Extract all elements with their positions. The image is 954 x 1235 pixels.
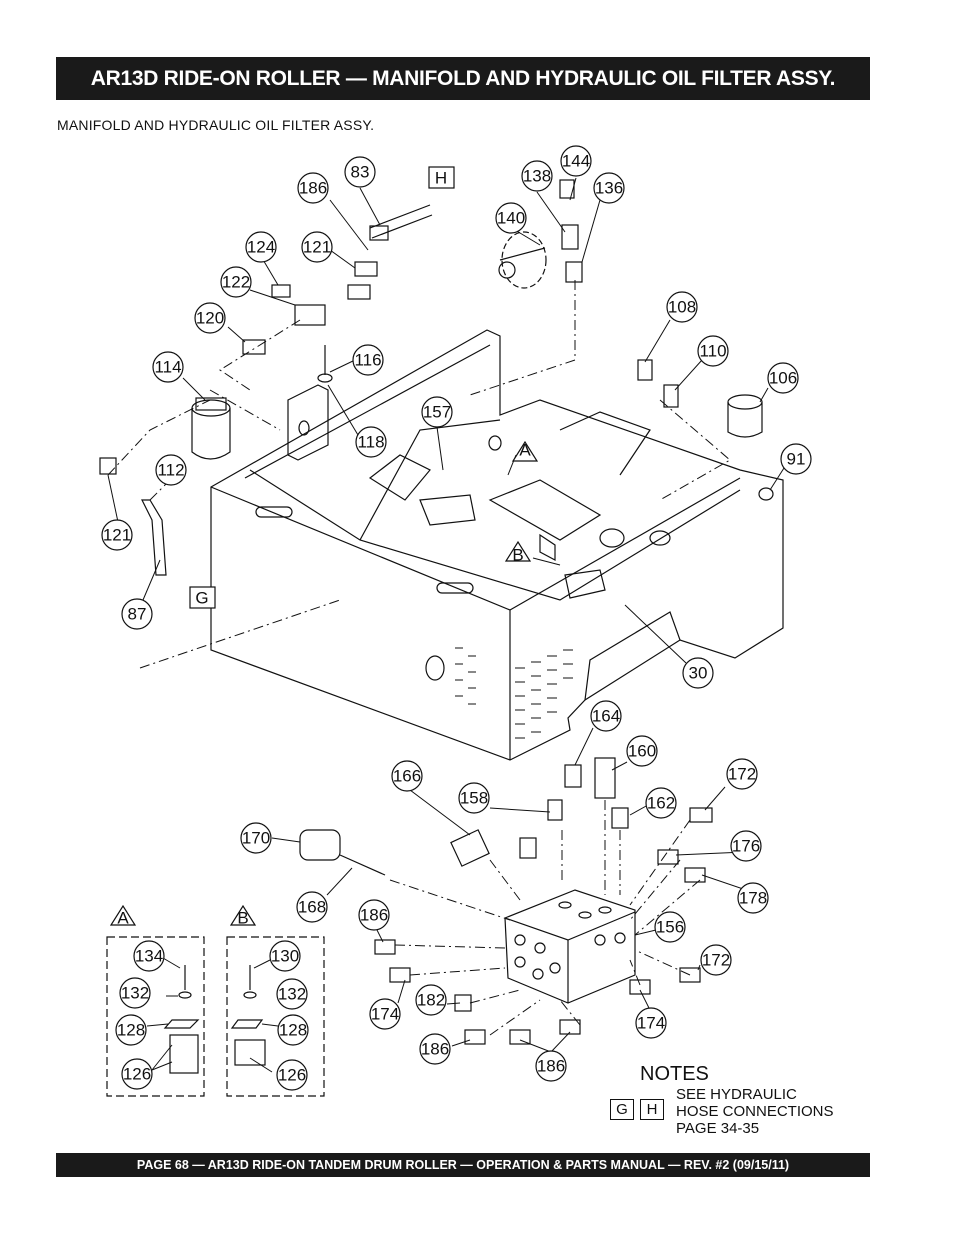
label-h: H bbox=[435, 169, 447, 188]
callout-158: 158 bbox=[460, 789, 488, 808]
callout-30: 30 bbox=[689, 664, 708, 683]
callout-166: 166 bbox=[393, 767, 421, 786]
callout-140: 140 bbox=[497, 209, 525, 228]
detail-a-marker: A bbox=[519, 441, 531, 460]
page-title: AR13D RIDE-ON ROLLER — MANIFOLD AND HYDR… bbox=[56, 57, 870, 100]
callout-122: 122 bbox=[222, 273, 250, 292]
callout-126-a: 126 bbox=[123, 1065, 151, 1084]
section-subtitle: MANIFOLD AND HYDRAULIC OIL FILTER ASSY. bbox=[57, 117, 375, 133]
callout-87: 87 bbox=[128, 605, 147, 624]
callout-162: 162 bbox=[647, 794, 675, 813]
callout-156: 156 bbox=[656, 918, 684, 937]
callout-91: 91 bbox=[787, 450, 806, 469]
callout-108: 108 bbox=[668, 298, 696, 317]
callout-112: 112 bbox=[157, 461, 184, 480]
notes-box-h: H bbox=[640, 1099, 664, 1120]
callout-178: 178 bbox=[739, 889, 767, 908]
callout-83: 83 bbox=[351, 163, 370, 182]
notes-body: SEE HYDRAULIC HOSE CONNECTIONS PAGE 34-3… bbox=[676, 1086, 834, 1137]
callout-170: 170 bbox=[242, 829, 270, 848]
callout-116: 116 bbox=[354, 351, 381, 370]
callout-176: 176 bbox=[732, 837, 760, 856]
callout-110: 110 bbox=[699, 342, 726, 361]
callout-186-bottom: 186 bbox=[537, 1057, 565, 1076]
callout-128-b: 128 bbox=[279, 1021, 307, 1040]
callout-128-a: 128 bbox=[117, 1021, 145, 1040]
notes-box-g: G bbox=[610, 1099, 634, 1120]
callout-106: 106 bbox=[769, 369, 797, 388]
callout-126-b: 126 bbox=[278, 1066, 306, 1085]
callout-121-lower: 121 bbox=[103, 526, 131, 545]
callout-130: 130 bbox=[271, 947, 299, 966]
callout-121: 121 bbox=[303, 238, 331, 257]
callout-118: 118 bbox=[357, 433, 384, 452]
callout-132-b: 132 bbox=[278, 985, 306, 1004]
callout-172: 172 bbox=[728, 765, 756, 784]
inset-a-label: A bbox=[117, 909, 129, 928]
callout-134: 134 bbox=[135, 947, 163, 966]
page-footer: PAGE 68 — AR13D RIDE-ON TANDEM DRUM ROLL… bbox=[56, 1153, 870, 1177]
callout-186: 186 bbox=[299, 179, 327, 198]
notes-line: HOSE CONNECTIONS bbox=[676, 1103, 834, 1120]
notes-title: NOTES bbox=[640, 1063, 709, 1085]
callout-120: 120 bbox=[196, 309, 224, 328]
callout-174-right: 174 bbox=[637, 1014, 665, 1033]
callout-157: 157 bbox=[423, 403, 451, 422]
callout-114: 114 bbox=[154, 358, 181, 377]
detail-b-marker: B bbox=[512, 546, 523, 565]
callout-136: 136 bbox=[595, 179, 623, 198]
callout-186-bottom-left: 186 bbox=[421, 1040, 449, 1059]
callout-138: 138 bbox=[523, 167, 551, 186]
callout-164: 164 bbox=[592, 707, 620, 726]
frame-outline bbox=[210, 329, 784, 761]
callout-168: 168 bbox=[298, 898, 326, 917]
callout-174-left: 174 bbox=[371, 1005, 399, 1024]
label-g: G bbox=[195, 589, 208, 608]
inset-b-frame bbox=[226, 936, 325, 1097]
inset-a-frame bbox=[106, 936, 205, 1097]
callout-186-left: 186 bbox=[360, 906, 388, 925]
callout-124: 124 bbox=[247, 238, 275, 257]
callout-160: 160 bbox=[628, 742, 656, 761]
manifold-block bbox=[504, 889, 636, 1004]
callout-172-lower: 172 bbox=[702, 951, 730, 970]
callout-182: 182 bbox=[417, 991, 445, 1010]
inset-b-label: B bbox=[237, 909, 248, 928]
notes-line: PAGE 34-35 bbox=[676, 1120, 760, 1137]
callout-144: 144 bbox=[562, 152, 590, 171]
notes-line: SEE HYDRAULIC bbox=[676, 1086, 797, 1103]
callout-132-a: 132 bbox=[121, 984, 149, 1003]
